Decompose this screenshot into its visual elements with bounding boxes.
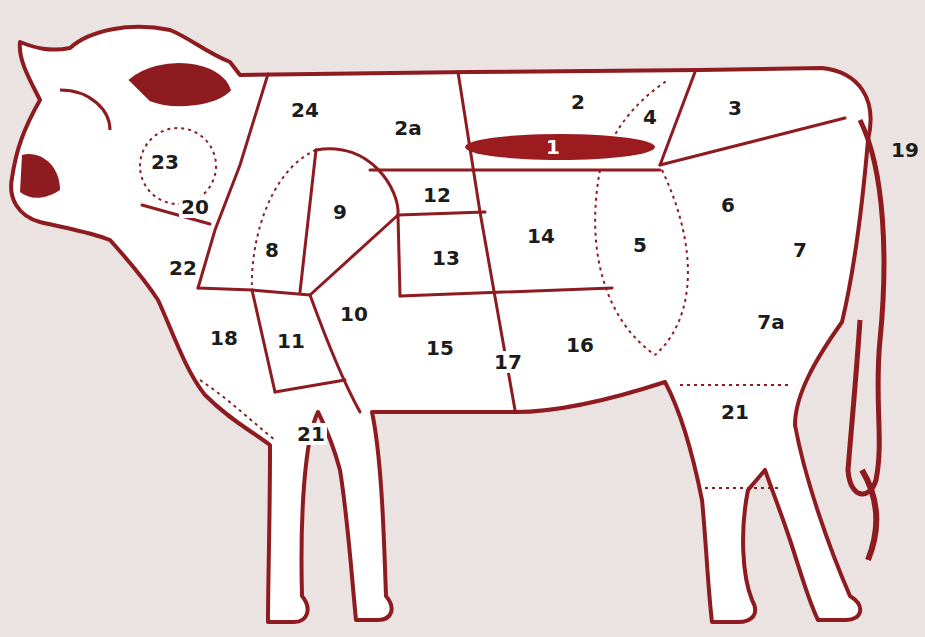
cut-number: 19 <box>889 139 921 161</box>
cut-number: 9 <box>331 201 349 223</box>
cut-number: 16 <box>564 334 596 356</box>
cut-number: 6 <box>719 194 737 216</box>
cut-number: 20 <box>179 196 211 218</box>
cut-number: 8 <box>263 239 281 261</box>
cut-number: 2a <box>392 117 423 139</box>
cut-number: 14 <box>525 225 557 247</box>
cut-number: 2 <box>569 91 587 113</box>
cut-number: 1 <box>544 136 562 158</box>
cut-number: 15 <box>424 337 456 359</box>
cut-number: 5 <box>631 234 649 256</box>
cut-number: 24 <box>289 99 321 121</box>
cut-number: 7a <box>755 311 786 333</box>
cut-number: 7 <box>791 239 809 261</box>
cut-number: 18 <box>208 327 240 349</box>
cut-number: 21 <box>719 401 751 423</box>
cut-number: 13 <box>430 247 462 269</box>
cut-number: 10 <box>338 303 370 325</box>
cut-number: 22 <box>167 257 199 279</box>
cut-number: 12 <box>421 184 453 206</box>
cut-number: 17 <box>492 351 524 373</box>
cut-number: 4 <box>641 106 659 128</box>
cut-number: 21 <box>295 423 327 445</box>
cut-number: 11 <box>275 330 307 352</box>
cut-number: 3 <box>726 97 744 119</box>
cut-number: 23 <box>149 151 181 173</box>
